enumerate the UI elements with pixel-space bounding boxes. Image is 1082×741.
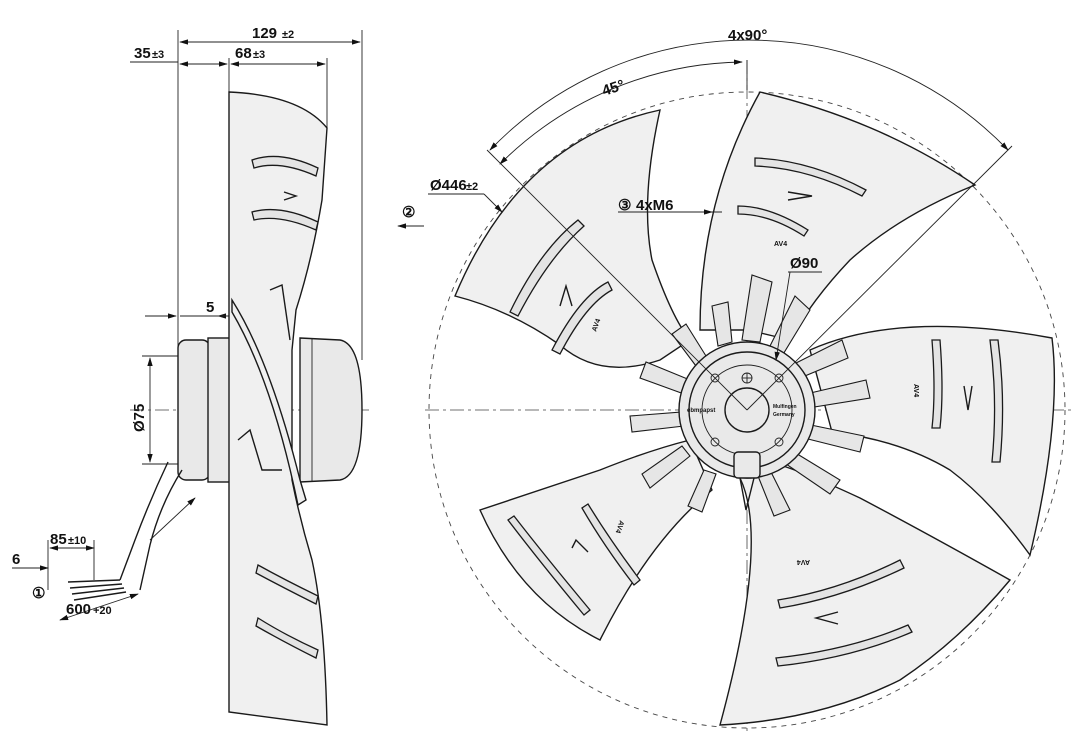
callout-1: ① <box>32 585 45 602</box>
blade-edge <box>231 297 307 507</box>
rotation-arrow-icon <box>283 191 299 201</box>
dim-85-tol: ±10 <box>68 535 86 547</box>
dim-129-tol: ±2 <box>282 29 294 41</box>
mounting-hole <box>710 437 720 447</box>
extension-line <box>486 149 748 411</box>
blade-3: AV4 <box>809 325 1056 557</box>
blade-slot <box>777 559 905 609</box>
dim-45: 45° <box>600 77 627 100</box>
dim-35: 35 <box>134 45 151 62</box>
blade-marking: AV4 <box>912 384 919 397</box>
dim-bolt-circle: Ø90 <box>790 255 818 272</box>
blade-slot <box>551 281 613 355</box>
blade-slot <box>754 157 867 197</box>
mounting-hole <box>710 373 720 383</box>
origin-label-1: Mulfingen <box>773 404 797 410</box>
dim-446-tol: ±2 <box>466 181 478 193</box>
blade-2: AV4 <box>699 91 977 341</box>
blade-marking: AV4 <box>591 318 602 333</box>
blade-slot <box>581 503 641 586</box>
dim-line-600 <box>59 593 139 621</box>
rotation-arrow-icon <box>813 611 839 625</box>
dim-600: 600 <box>66 601 91 618</box>
blade-slot <box>509 219 585 317</box>
blade-slot <box>251 155 319 177</box>
mounting-hole <box>774 373 784 383</box>
mounting-hole <box>774 437 784 447</box>
callout-2: ② <box>402 204 415 221</box>
rotation-arrow-icon <box>963 385 973 411</box>
dim-68-tol: ±3 <box>253 49 265 61</box>
blade-1: AV4 <box>454 109 692 368</box>
dim-5: 5 <box>206 299 214 316</box>
blade-slot <box>251 208 319 231</box>
extension-line <box>746 145 1013 411</box>
dim-75: Ø75 <box>131 404 148 432</box>
rotation-arrow-icon <box>787 191 813 201</box>
dim-129: 129 <box>252 25 277 42</box>
hub-fins <box>629 274 871 517</box>
dim-85: 85 <box>50 531 67 548</box>
blade-slot <box>931 339 943 429</box>
dim-arc-45 <box>499 59 743 165</box>
blade-marking: AV4 <box>774 241 787 248</box>
fan-outline-circle <box>428 91 1066 729</box>
origin-label-2: Germany <box>773 412 795 418</box>
cable-inner <box>139 469 183 591</box>
blade-slot <box>255 564 319 605</box>
rotation-arrow-icon <box>559 283 573 307</box>
blade-slot <box>989 339 1004 463</box>
rotation-arrow-icon <box>571 538 589 553</box>
blade-slot <box>775 624 913 667</box>
dim-4x90: 4x90° <box>728 27 767 44</box>
dim-600-tol: +20 <box>93 605 112 617</box>
brand-label: ebmpapst <box>687 408 715 414</box>
callout-3: ③ <box>618 197 631 214</box>
leader-90 <box>774 271 791 361</box>
blade-slot <box>507 515 591 616</box>
blade-marking: AV4 <box>614 519 625 534</box>
dim-446: Ø446 <box>430 177 467 194</box>
cable-outer <box>119 461 169 581</box>
cable-wires <box>67 579 127 601</box>
dim-4xM6: 4xM6 <box>636 197 674 214</box>
leader-446 <box>483 193 503 213</box>
blade-slot <box>737 205 809 237</box>
motor-stator <box>299 337 363 483</box>
front-view: AV4 AV4 AV4 AV4 AV4 <box>397 27 1072 735</box>
dim-35-tol: ±3 <box>152 49 164 61</box>
blade-5: AV4 <box>479 439 713 641</box>
dim-68: 68 <box>235 45 252 62</box>
blade-marking: AV4 <box>797 558 810 565</box>
motor-rotor <box>177 339 211 481</box>
side-view: 129 ±2 35 ±3 68 ±3 5 Ø75 <box>12 25 372 726</box>
blade-4: AV4 <box>719 461 1012 726</box>
blade-slot <box>255 616 319 659</box>
dim-6: 6 <box>12 551 20 568</box>
cable-gland <box>733 451 761 479</box>
